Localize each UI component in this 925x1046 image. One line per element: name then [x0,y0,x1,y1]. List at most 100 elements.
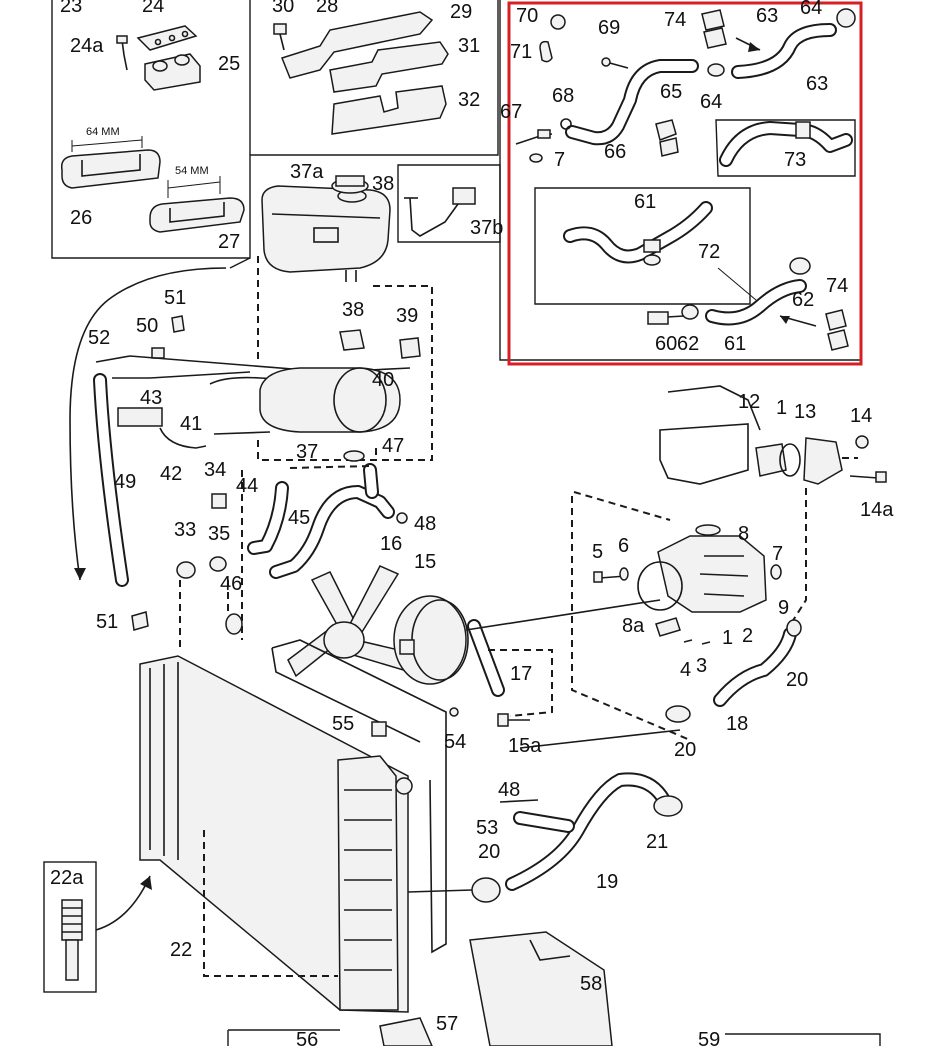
part-35-clip [209,556,227,572]
part-14-nut [855,435,869,449]
label-20-right: 20 [786,669,808,691]
label-16: 16 [380,533,402,555]
part-18-hose [713,627,797,707]
dash-leader-17 [488,649,553,717]
label-59: 59 [698,1029,720,1046]
label-4: 4 [680,659,691,681]
part-22a-drain-plug [43,861,152,993]
part-51-clamp-upper [171,315,185,333]
label-30: 30 [272,0,294,17]
part-74-clamp-bottom [779,309,849,351]
label-33: 33 [174,519,196,541]
part-38-cap-lower [339,329,365,351]
label-26: 26 [70,207,92,229]
label-24: 24 [142,0,164,17]
label-51-top: 51 [164,287,186,309]
label-25: 25 [218,53,240,75]
label-39: 39 [396,305,418,327]
part-41-strap [209,376,301,435]
label-20-bottom: 20 [478,841,500,863]
dash-leader-44-45 [289,465,371,469]
label-14a: 14a [860,499,894,521]
part-67-nipple [515,129,553,145]
dimension-label-54mm: 54 MM [175,165,209,177]
label-57: 57 [436,1013,458,1035]
part-8-gasket [695,524,721,536]
label-52: 52 [88,327,110,349]
part-26-bracket [60,136,161,189]
label-7-pump: 7 [772,543,783,565]
label-24a: 24a [70,35,104,57]
label-14: 14 [850,405,872,427]
label-48-bottom: 48 [498,779,520,801]
leader-72-61 [717,267,757,301]
label-22a: 22a [50,867,84,889]
part-72-fitting [643,239,661,266]
label-37b: 37b [470,217,503,239]
label-43: 43 [140,387,162,409]
label-64-top: 64 [800,0,822,19]
part-74-clamp-top [701,9,727,49]
label-50: 50 [136,315,158,337]
part-25-clamp [144,53,201,91]
dash-leaders-mid [179,470,243,650]
label-73: 73 [784,149,806,171]
part-55-bracket [371,721,387,737]
part-64-clamp-b [836,8,856,28]
part-15a-bolt [497,713,530,727]
label-55: 55 [332,713,354,735]
label-41: 41 [180,413,202,435]
part-40-cylinder [259,367,401,433]
label-63-mid: 63 [806,73,828,95]
label-67: 67 [500,101,522,123]
part-37a-expansion-tank [261,185,391,282]
part-68-clamp [560,118,572,130]
label-42: 42 [160,463,182,485]
label-21: 21 [646,831,668,853]
label-66: 66 [604,141,626,163]
part-27-bracket [149,176,245,233]
part-19-hose [505,772,671,891]
part-33-grommet [176,561,196,579]
label-38-top: 38 [372,173,394,195]
part-24-bracket [136,25,198,51]
part-44-hose [247,481,289,555]
part-52-hose-curve [69,267,227,581]
label-37a: 37a [290,161,324,183]
part-21-clamp [653,795,683,817]
label-8: 8 [738,523,749,545]
label-29: 29 [450,1,472,23]
part-62-clamp-b [789,257,811,275]
part-56-frame [227,1029,340,1046]
label-34: 34 [204,459,226,481]
part-32-bracket [331,85,447,135]
part-7-washer-pump [770,564,782,580]
part-46-clamp [225,613,243,635]
part-48-bleed-screw [396,512,408,524]
part-54-screw [449,707,459,717]
label-37: 37 [296,441,318,463]
leaders-lower [407,729,681,893]
label-7-top: 7 [554,149,565,171]
label-53: 53 [476,817,498,839]
label-31: 31 [458,35,480,57]
part-58-splash-shield [469,931,613,1046]
part-70-plug [550,14,566,30]
engine-block-outline [659,385,761,485]
label-46: 46 [220,573,242,595]
part-48-sensor-lower [499,799,539,803]
label-17: 17 [510,663,532,685]
label-65: 65 [660,81,682,103]
label-1-pump: 1 [722,627,733,649]
dash-leaders-thermostat [791,457,858,623]
dimension-label-64mm: 64 MM [86,126,120,138]
part-59-frame [725,1033,881,1046]
part-24a-screw [116,35,128,71]
label-56: 56 [296,1029,318,1046]
label-69: 69 [598,17,620,39]
label-70: 70 [516,5,538,27]
label-68: 68 [552,85,574,107]
label-49: 49 [114,471,136,493]
part-47-clamp [343,450,365,462]
